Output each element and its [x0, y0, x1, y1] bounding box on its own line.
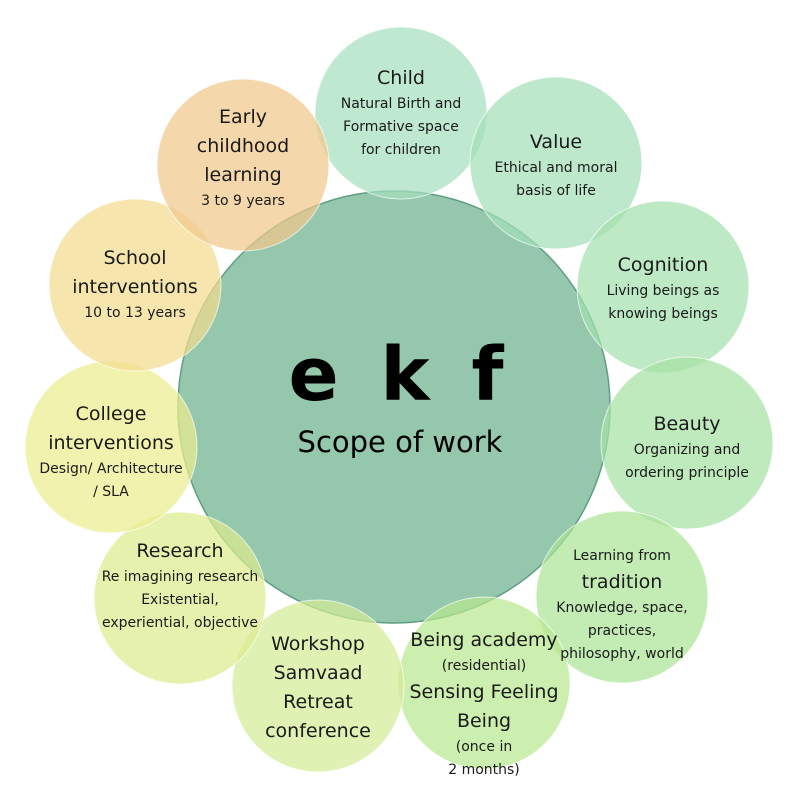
label-college-line: / SLA [93, 484, 129, 500]
label-workshop-line: conference [265, 720, 371, 742]
label-school: School interventions 10 to 13 years [40, 244, 230, 325]
label-school-line: School [103, 247, 167, 269]
label-value-line: Ethical and moral [494, 160, 618, 176]
label-being-academy-line: (once in [455, 739, 513, 755]
center-label: e k f Scope of work [230, 330, 570, 490]
label-research-line: Research [136, 540, 224, 562]
center-subtitle: Scope of work [297, 425, 503, 459]
label-research-line: Re imagining research [101, 569, 259, 585]
label-cognition-line: knowing beings [608, 306, 718, 322]
label-child-line: Child [377, 67, 425, 89]
label-beauty-line: ordering principle [625, 465, 749, 481]
label-value-line: Value [529, 131, 583, 153]
label-workshop-line: Samvaad [273, 662, 363, 684]
label-early-childhood-line: learning [204, 164, 282, 186]
label-college-line: interventions [48, 432, 174, 454]
label-being-academy-line: Being academy [410, 629, 558, 651]
label-child-line: for children [361, 142, 441, 158]
label-early-childhood: Early childhood learning 3 to 9 years [148, 103, 338, 213]
circle-value [469, 76, 643, 250]
label-being-academy-line: (residential) [441, 658, 527, 674]
label-child-line: Natural Birth and [340, 96, 462, 112]
label-tradition-line: philosophy, world [560, 646, 684, 662]
label-college-line: College [75, 403, 147, 425]
label-being-academy-line: Sensing Feeling [409, 681, 559, 703]
circle-school [48, 198, 222, 372]
label-beauty-line: Beauty [653, 413, 721, 435]
circle-tradition [535, 510, 709, 684]
label-college-line: Design/ Architecture [39, 461, 183, 477]
label-tradition-line: tradition [581, 571, 663, 593]
label-being-academy-line: Being [456, 710, 512, 732]
label-research-line: Existential, [141, 592, 219, 608]
label-being-academy: Being academy (residential) Sensing Feelin… [389, 626, 579, 782]
circle-research [93, 511, 267, 685]
label-cognition-line: Cognition [617, 254, 709, 276]
label-school-line: interventions [72, 276, 198, 298]
label-school-line: 10 to 13 years [84, 305, 186, 321]
label-being-academy-line: 2 months) [448, 762, 520, 778]
label-cognition-line: Living beings as [606, 283, 720, 299]
center-title: e k f [288, 332, 512, 418]
label-tradition-line: practices, [587, 623, 657, 639]
label-workshop-line: Workshop [271, 633, 365, 655]
label-early-childhood-line: Early [219, 106, 267, 128]
label-beauty-line: Organizing and [633, 442, 741, 458]
circle-early-childhood [156, 78, 330, 252]
label-tradition-line: Knowledge, space, [556, 600, 688, 616]
label-workshop-line: Retreat [283, 691, 353, 713]
label-early-childhood-line: childhood [196, 135, 290, 157]
label-child-line: Formative space [343, 119, 459, 135]
label-early-childhood-line: 3 to 9 years [201, 193, 285, 209]
label-value-line: basis of life [516, 183, 596, 199]
circle-workshop [231, 599, 405, 773]
circle-beauty [600, 356, 774, 530]
label-tradition-line: Learning from [573, 548, 671, 564]
label-research-line: experiential, objective [102, 615, 258, 631]
